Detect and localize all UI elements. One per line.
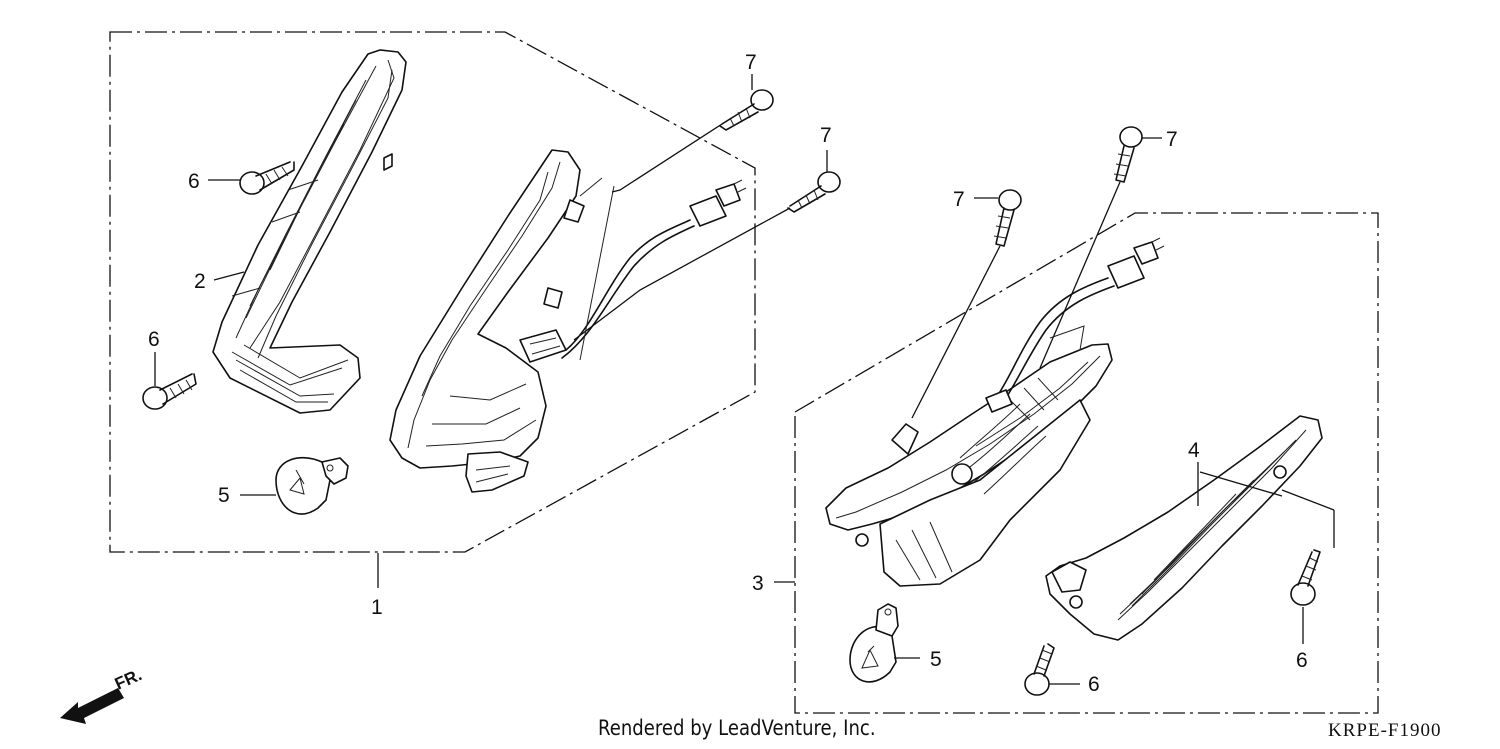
left-lens-part bbox=[212, 49, 407, 414]
callout-7-a: 7 bbox=[745, 51, 757, 74]
screw-7-b bbox=[573, 171, 841, 341]
screw-7-d bbox=[1039, 126, 1143, 369]
assembly-1-boundary bbox=[109, 31, 756, 553]
screw-7-c bbox=[911, 189, 1022, 419]
figure-code: KRPE-F1900 bbox=[1328, 720, 1442, 741]
right-housing-part bbox=[825, 237, 1165, 587]
callout-3: 3 bbox=[752, 572, 764, 595]
callout-4: 4 bbox=[1188, 439, 1200, 462]
callout-7-b: 7 bbox=[820, 124, 832, 147]
callout-6-left-lower: 6 bbox=[148, 328, 160, 351]
callout-2: 2 bbox=[194, 270, 206, 293]
right-lens-part bbox=[1045, 415, 1335, 641]
callout-1: 1 bbox=[371, 596, 383, 619]
front-direction-indicator: FR. bbox=[60, 665, 145, 724]
right-screw-upper bbox=[1290, 549, 1321, 606]
left-screw-upper bbox=[239, 161, 295, 195]
left-screw-lower bbox=[142, 373, 197, 410]
left-bulb-part bbox=[275, 456, 349, 515]
screw-7-a bbox=[611, 89, 774, 193]
callout-7-c: 7 bbox=[953, 188, 965, 211]
callout-leaders bbox=[154, 74, 1335, 685]
callout-5-right: 5 bbox=[930, 648, 942, 671]
front-direction-label: FR. bbox=[112, 665, 145, 693]
callout-7-d: 7 bbox=[1166, 128, 1178, 151]
right-screw-lower bbox=[1024, 643, 1055, 696]
callout-6-left-upper: 6 bbox=[188, 170, 200, 193]
left-housing-part bbox=[389, 149, 747, 493]
assembly-3-boundary bbox=[794, 212, 1379, 714]
front-arrow-icon bbox=[60, 688, 124, 724]
callout-6-right-lower: 6 bbox=[1088, 673, 1100, 696]
right-bulb-part bbox=[849, 603, 899, 683]
render-credit: Rendered by LeadVenture, Inc. bbox=[598, 716, 876, 740]
callout-5-left: 5 bbox=[218, 484, 230, 507]
callout-6-right-upper: 6 bbox=[1296, 649, 1308, 672]
